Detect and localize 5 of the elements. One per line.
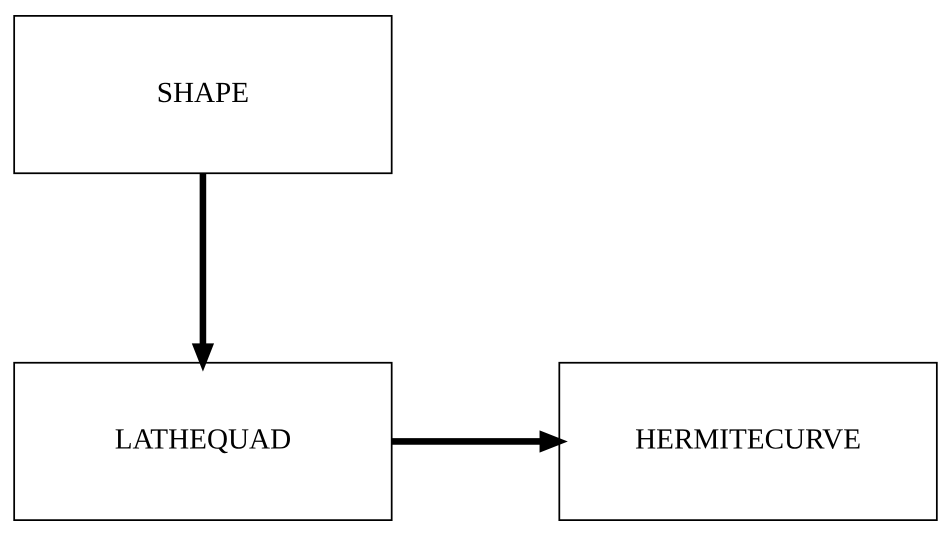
arrow [392,430,568,452]
node-box: LATHEQUAD [13,361,393,521]
node-box: HERMITECURVE [558,361,938,521]
arrow [192,173,214,372]
node-box: SHAPE [13,14,393,174]
